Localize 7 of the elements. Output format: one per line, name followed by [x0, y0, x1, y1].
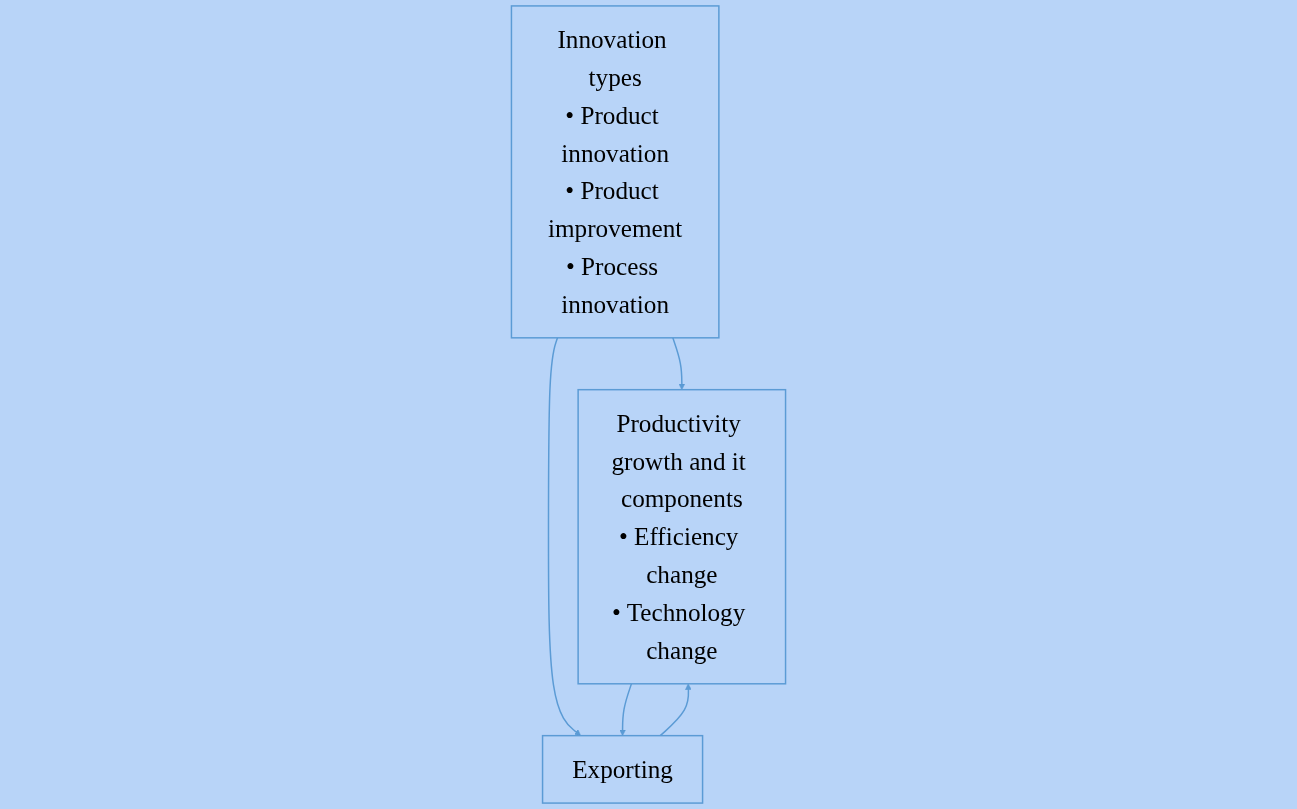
- arrow: [672, 337, 686, 390]
- arrow: [659, 683, 692, 737]
- node-box: Productivity growth and it components • Efficiency change • Technology change: [577, 388, 787, 685]
- node-box: Exporting: [541, 734, 704, 804]
- arrow: [547, 337, 581, 736]
- node-box: Innovation types • Product innovation • Product improvement • Process innovation: [510, 5, 720, 339]
- arrow: [619, 683, 633, 736]
